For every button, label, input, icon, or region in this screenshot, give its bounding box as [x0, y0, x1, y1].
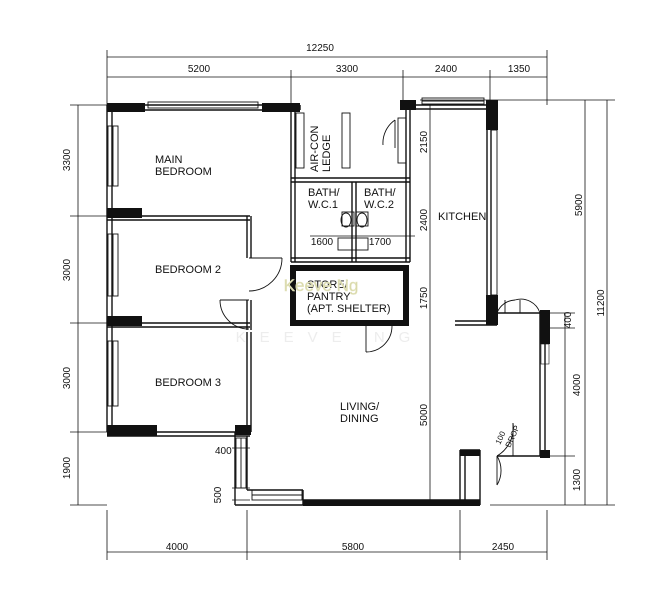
dim-bath2-width: 1700: [369, 237, 392, 248]
bath-fixtures: [337, 211, 369, 251]
bath1-label-2: W.C.1: [308, 199, 338, 211]
dim-top-2: 3300: [336, 64, 359, 75]
dim-left-2: 3000: [62, 258, 73, 281]
dim-right-inner-2: 4000: [572, 373, 583, 396]
dim-bottom-1: 4000: [166, 542, 189, 553]
dimension-labels: 12250 5200 3300 2400 1350 4000 5800 2450…: [62, 43, 607, 553]
kitchen-label: KITCHEN: [438, 211, 486, 223]
watermark-keeve-ng: Keeve Ng: [284, 276, 359, 295]
dim-left-1: 3300: [62, 148, 73, 171]
bedroom2-label: BEDROOM 2: [155, 264, 221, 276]
aircon-label-1: AIR-CON: [309, 126, 321, 173]
bath2-label-2: W.C.2: [364, 199, 394, 211]
living-label-1: LIVING/: [340, 401, 380, 413]
dim-inner-1750: 1750: [419, 286, 430, 309]
dim-inner-2150: 2150: [419, 130, 430, 153]
pantry-label-1: STORE/: [307, 279, 349, 291]
aircon-label-2: LEDGE: [321, 135, 333, 172]
bedroom3-label: BEDROOM 3: [155, 377, 221, 389]
pantry-label-2: PANTRY: [307, 291, 351, 303]
windows: [107, 97, 550, 501]
pantry-wall: [290, 265, 409, 326]
dim-top-1: 5200: [188, 64, 211, 75]
main-bedroom-label-2: BEDROOM: [155, 166, 212, 178]
dim-right-outer: 5900: [574, 193, 585, 216]
doors: [219, 119, 541, 486]
dim-bath1-width: 1600: [311, 237, 334, 248]
dim-inner-2400: 2400: [419, 208, 430, 231]
pantry-label-3: (APT. SHELTER): [307, 303, 391, 315]
dim-top-total: 12250: [306, 43, 334, 54]
main-bedroom-label-1: MAIN: [155, 154, 183, 166]
bath2-label-1: BATH/: [364, 187, 397, 199]
drop-label-2: DROP: [504, 424, 522, 449]
dim-left-4: 1900: [62, 456, 73, 479]
dim-bottom-2: 5800: [342, 542, 365, 553]
dimension-lines: [70, 50, 615, 560]
dim-400: 400: [215, 446, 232, 457]
dim-right-total: 11200: [596, 289, 607, 317]
columns: [107, 100, 550, 506]
dim-left-3: 3000: [62, 366, 73, 389]
dim-top-4: 1350: [508, 64, 531, 75]
dim-500: 500: [213, 486, 224, 503]
bath1-label-1: BATH/: [308, 187, 341, 199]
watermark-faint: KEEVE NG: [236, 329, 425, 346]
dim-top-3: 2400: [435, 64, 458, 75]
dim-inner-5000: 5000: [419, 403, 430, 426]
living-label-2: DINING: [340, 413, 379, 425]
room-labels: MAIN BEDROOM BEDROOM 2 BEDROOM 3 KITCHEN…: [155, 126, 522, 449]
dim-right-inner-3: 1300: [572, 468, 583, 491]
dim-right-inner-1: 400: [563, 311, 574, 328]
dim-bottom-3: 2450: [492, 542, 515, 553]
